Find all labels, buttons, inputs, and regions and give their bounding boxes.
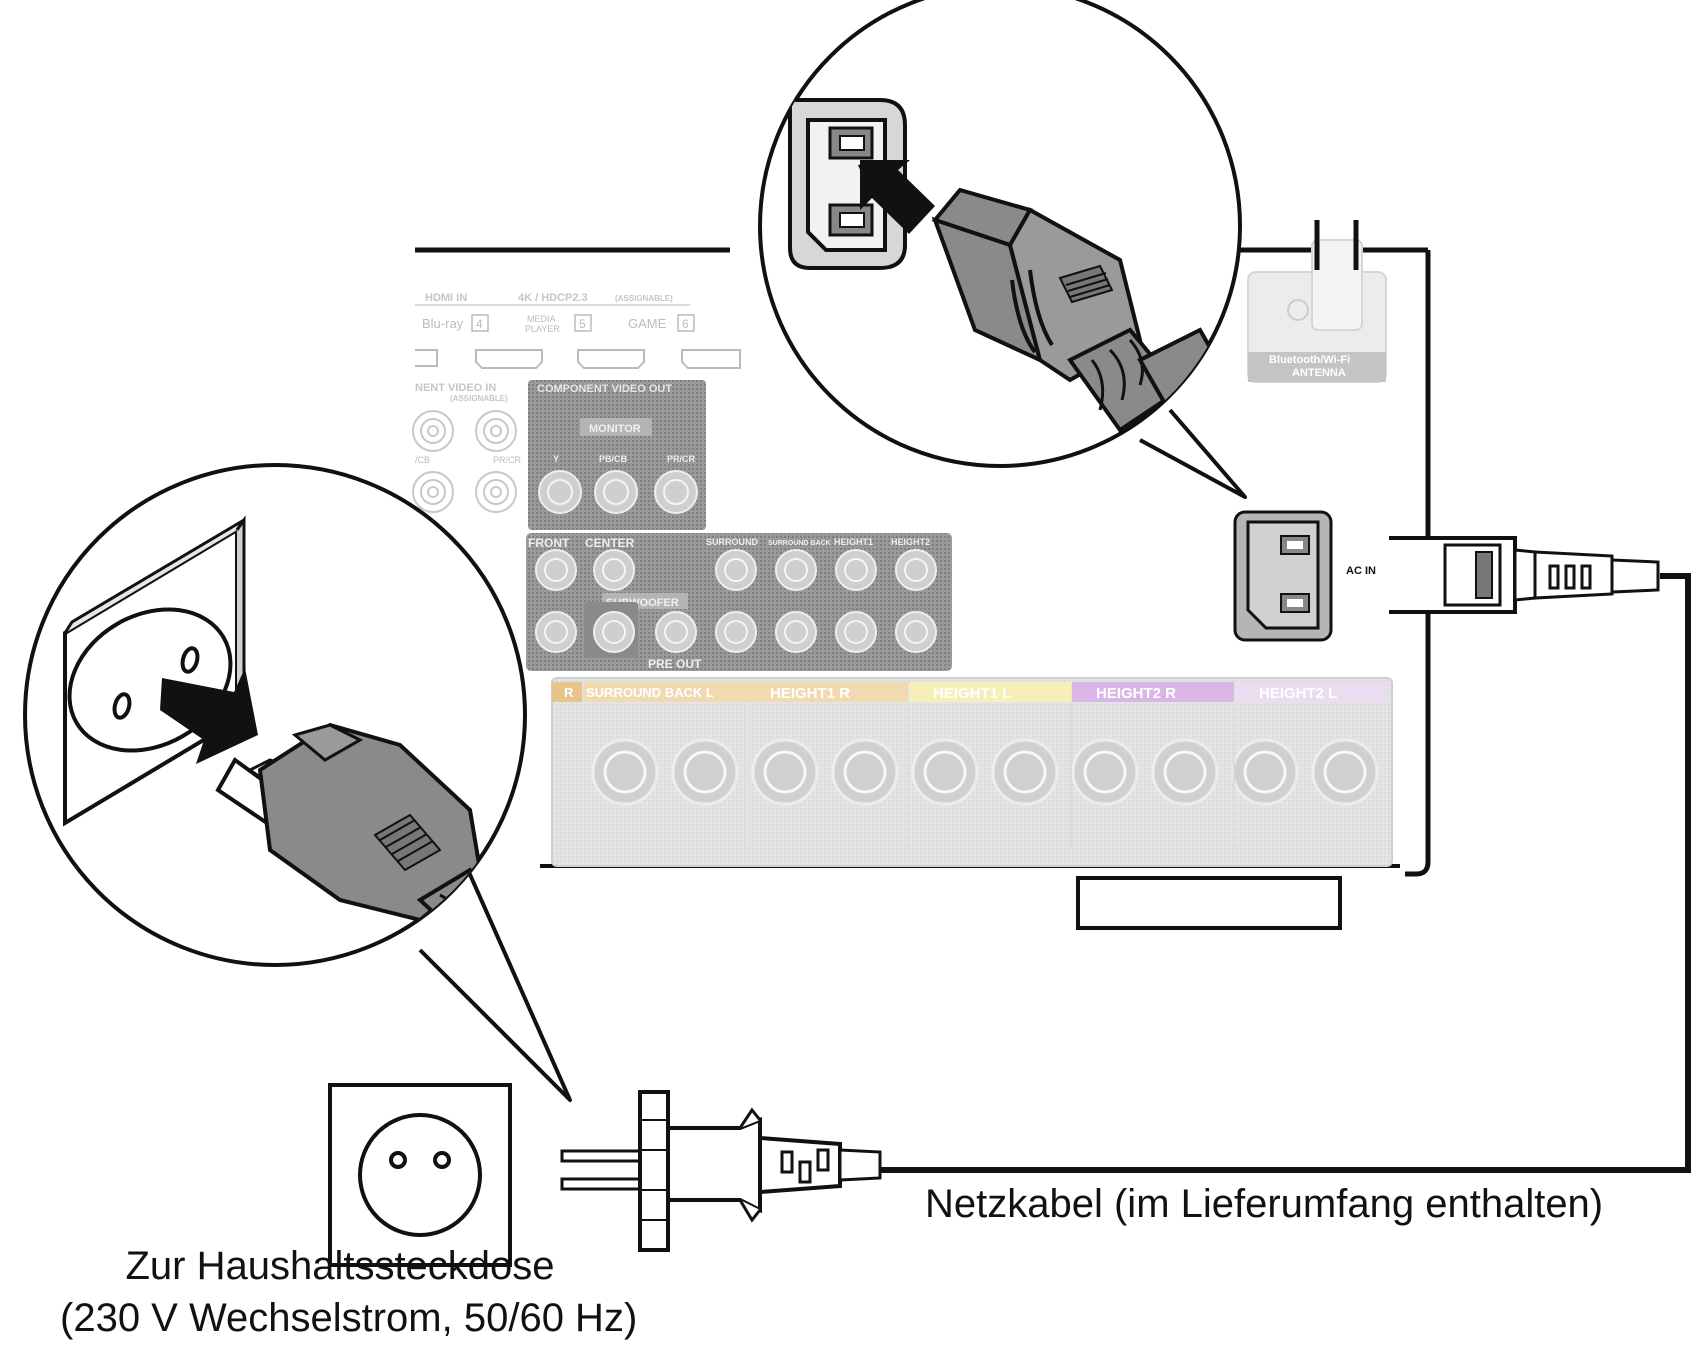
preout-surround: SURROUND [706, 537, 759, 547]
outlet-caption-line2: (230 V Wechselstrom, 50/60 Hz) [60, 1296, 638, 1340]
iec-connector-plug[interactable] [1389, 536, 1660, 614]
preout-height1: HEIGHT1 [834, 537, 873, 547]
rca-jack[interactable] [594, 470, 638, 514]
rca-jack[interactable] [715, 611, 757, 653]
svg-text:PLAYER: PLAYER [525, 324, 560, 334]
rca-jack[interactable] [535, 549, 577, 591]
hdmi-label-bluray: Blu-ray [422, 316, 464, 331]
component-in-label: NENT VIDEO IN [415, 382, 496, 394]
speaker-terminal[interactable] [911, 738, 979, 806]
preout-center: CENTER [585, 536, 635, 550]
hdmi-port[interactable] [475, 349, 543, 369]
zoom-callout-wall-socket [23, 463, 572, 1102]
component-in-assignable: (ASSIGNABLE) [450, 394, 508, 403]
outlet-caption-line1: Zur Haushaltssteckdose [125, 1244, 555, 1288]
speaker-terminal[interactable] [671, 738, 739, 806]
speaker-label-height2-r: HEIGHT2 R [1096, 685, 1176, 702]
speaker-terminal[interactable] [1151, 738, 1219, 806]
cable-caption: Netzkabel (im Lieferumfang enthalten) [925, 1182, 1604, 1226]
speaker-label-height1-l: HEIGHT1 L [933, 685, 1011, 702]
preout-surround-back: SURROUND BACK [768, 540, 831, 547]
hdmi-in-section: HDMI IN 4K / HDCP2.3 (ASSIGNABLE) Blu-ra… [415, 292, 741, 369]
hdmi-num-6: 6 [682, 317, 689, 331]
rca-jack[interactable] [715, 549, 757, 591]
speaker-terminal[interactable] [991, 738, 1059, 806]
rca-jack[interactable] [593, 549, 635, 591]
speaker-terminal[interactable] [1231, 738, 1299, 806]
hdmi-num-4: 4 [476, 317, 483, 331]
wall-outlet [328, 1083, 512, 1267]
hdmi-assignable: (ASSIGNABLE) [615, 294, 673, 303]
speaker-terminals: R SURROUND BACK L HEIGHT1 R HEIGHT1 L HE… [551, 677, 1393, 867]
hdmi-port[interactable] [681, 349, 741, 369]
hdmi-port[interactable] [415, 349, 438, 367]
rca-jack[interactable] [895, 549, 937, 591]
hdmi-port[interactable] [577, 349, 645, 369]
monitor-jack-pb: PB/CB [599, 454, 628, 464]
speaker-terminal[interactable] [831, 738, 899, 806]
antenna-label-1: Bluetooth/Wi-Fi [1269, 354, 1350, 366]
rca-jack[interactable] [775, 549, 817, 591]
speaker-label-height1-r: HEIGHT1 R [770, 685, 850, 702]
antenna-label-2: ANTENNA [1292, 367, 1346, 379]
rca-jack[interactable] [475, 471, 517, 513]
component-in-jack-pr: PR/CR [493, 455, 522, 465]
hdmi-spec: 4K / HDCP2.3 [518, 292, 588, 304]
hdmi-num-5: 5 [579, 317, 586, 331]
speaker-label-r: R [564, 685, 574, 700]
preout-jacks [535, 549, 937, 653]
rca-jack[interactable] [412, 410, 454, 452]
zoom-callout-ac-inlet [758, 0, 1247, 499]
speaker-terminal[interactable] [1311, 738, 1379, 806]
rca-jack[interactable] [593, 611, 635, 653]
hdmi-label-media-player: MEDIA [527, 314, 556, 324]
rca-jack[interactable] [835, 611, 877, 653]
rca-jack[interactable] [895, 611, 937, 653]
outlet-socket-hole [433, 1151, 451, 1169]
rca-jack[interactable] [775, 611, 817, 653]
rca-jack[interactable] [538, 470, 582, 514]
outlet-socket-hole [389, 1151, 407, 1169]
component-in-jack-cb: /CB [415, 455, 430, 465]
receiver-rear-panel: HDMI IN 4K / HDCP2.3 (ASSIGNABLE) Blu-ra… [412, 220, 1431, 930]
insert-arrow [160, 668, 258, 764]
speaker-terminal[interactable] [751, 738, 819, 806]
rca-jack[interactable] [475, 410, 517, 452]
power-cable [880, 573, 1691, 1173]
speaker-terminal[interactable] [591, 738, 659, 806]
component-out-label: COMPONENT VIDEO OUT [537, 383, 672, 395]
pre-out-section: FRONT CENTER SURROUND SURROUND BACK HEIG… [526, 533, 952, 671]
monitor-jack-pr: PR/CR [667, 454, 696, 464]
speaker-terminal[interactable] [1071, 738, 1139, 806]
insert-arrow [860, 160, 935, 234]
antenna-connector[interactable] [1287, 299, 1309, 321]
iec-connector-zoom [931, 187, 1240, 433]
monitor-jack-y: Y [553, 454, 559, 464]
ac-inlet[interactable]: AC IN [1233, 510, 1376, 642]
rca-jack[interactable] [412, 471, 454, 513]
euro-plug[interactable] [560, 1090, 882, 1252]
rca-jack[interactable] [835, 549, 877, 591]
rca-jack[interactable] [535, 611, 577, 653]
rca-jack[interactable] [654, 470, 698, 514]
component-video-section: NENT VIDEO IN (ASSIGNABLE) COMPONENT VID… [412, 380, 706, 530]
monitor-label: MONITOR [589, 423, 641, 435]
pre-out-label: PRE OUT [648, 657, 702, 671]
rca-jack[interactable] [655, 611, 697, 653]
speaker-label-surround-back-l: SURROUND BACK L [586, 685, 714, 700]
hdmi-label-game: GAME [628, 316, 667, 331]
preout-height2: HEIGHT2 [891, 537, 930, 547]
ac-in-label: AC IN [1346, 565, 1376, 577]
preout-front: FRONT [528, 536, 570, 550]
antenna-section: Bluetooth/Wi-Fi ANTENNA [1247, 220, 1387, 383]
hdmi-header: HDMI IN [425, 292, 467, 304]
speaker-label-height2-l: HEIGHT2 L [1259, 685, 1337, 702]
outlet-caption: Zur Haushaltssteckdose (230 V Wechselstr… [60, 1240, 638, 1344]
